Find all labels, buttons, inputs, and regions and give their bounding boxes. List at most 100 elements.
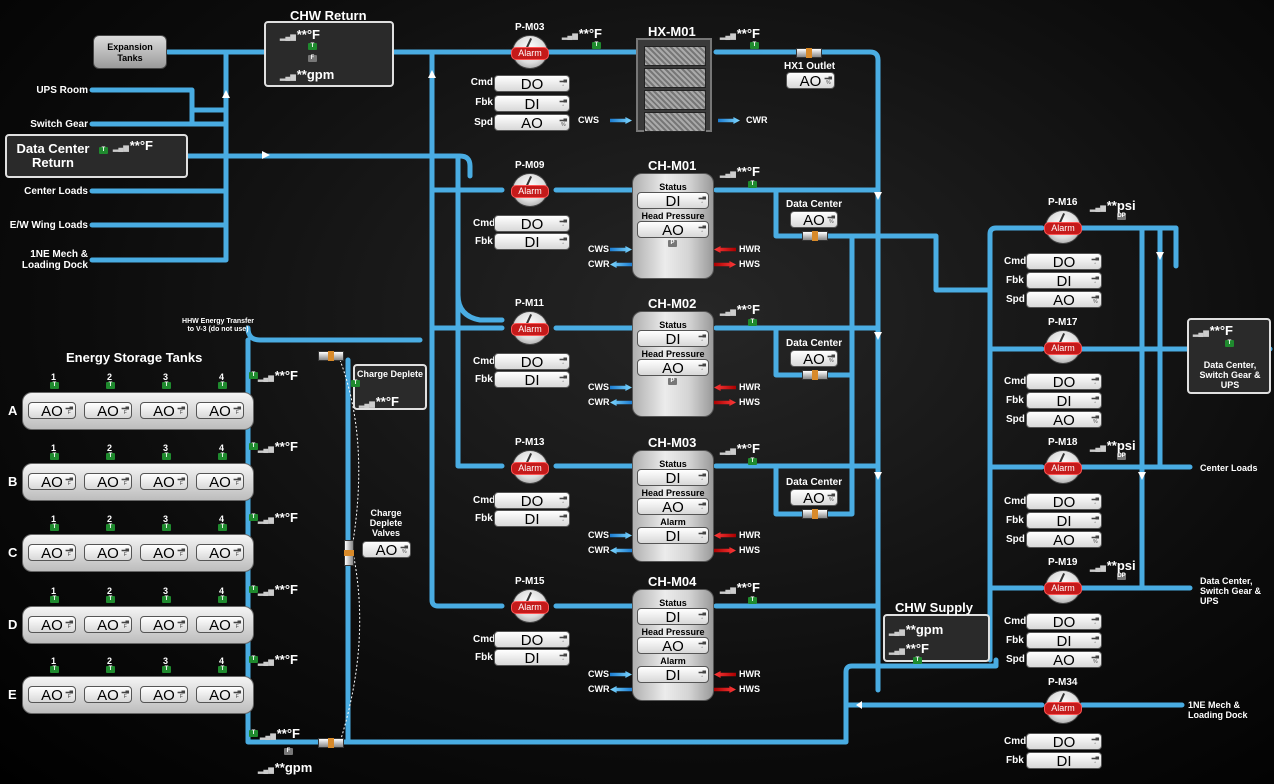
status-label: Status bbox=[659, 459, 687, 469]
tank-cell-value[interactable]: AO▂▄F bbox=[196, 544, 244, 562]
pump-p-m15[interactable]: Alarm bbox=[511, 589, 549, 623]
charge-deplete-box[interactable]: Charge Deplete ▂▄▆**°F bbox=[353, 364, 427, 410]
hws-arrow bbox=[714, 547, 736, 554]
cmd-label: Cmd bbox=[1004, 496, 1027, 507]
tag-badge: T bbox=[249, 443, 258, 450]
storage-inlet-valve[interactable] bbox=[318, 351, 344, 361]
data-center-valve[interactable] bbox=[802, 370, 828, 380]
storage-outlet-valve[interactable] bbox=[318, 738, 344, 748]
chiller-head-pressure[interactable]: AO▂▄▫ bbox=[637, 359, 709, 377]
pump-cmd[interactable]: DO▂▄▫ bbox=[1026, 253, 1102, 271]
pump-cmd[interactable]: DO▂▄▫ bbox=[494, 353, 570, 371]
tank-cell-value[interactable]: AO▂▄F bbox=[140, 402, 188, 420]
tag-badge: T bbox=[162, 666, 171, 673]
pump-cmd[interactable]: DO▂▄▫ bbox=[494, 631, 570, 649]
hx1-outlet-valve[interactable] bbox=[796, 48, 822, 58]
source-center-loads: Center Loads bbox=[24, 186, 88, 197]
pump-cmd[interactable]: DO▂▄▫ bbox=[1026, 493, 1102, 511]
pump-p-m09[interactable]: Alarm bbox=[511, 173, 549, 207]
fbk-label: Fbk bbox=[475, 236, 493, 247]
tank-cell-value[interactable]: AO▂▄F bbox=[140, 544, 188, 562]
tank-cell-value[interactable]: AO▂▄F bbox=[84, 544, 132, 562]
pump-fbk: DI▂▄▫ bbox=[1026, 632, 1102, 650]
tank-cell-value[interactable]: AO▂▄F bbox=[84, 686, 132, 704]
tag-badge: P bbox=[668, 240, 677, 247]
signal-icon: ▂▄▆ bbox=[720, 587, 736, 594]
cws-label: CWS bbox=[588, 530, 609, 540]
status-label: Status bbox=[659, 320, 687, 330]
tag-badge: T bbox=[50, 453, 59, 460]
pump-spd[interactable]: AO▂▄% bbox=[1026, 291, 1102, 309]
chw-return-flow: ▂▄▆**gpm bbox=[280, 67, 335, 82]
data-center-valve-value[interactable]: AO▂▄% bbox=[790, 211, 838, 229]
cws-arrow bbox=[610, 384, 632, 391]
pump-p-m18[interactable]: Alarm bbox=[1044, 450, 1082, 484]
pump-cmd[interactable]: DO▂▄▫ bbox=[494, 492, 570, 510]
tank-cell-value[interactable]: AO▂▄F bbox=[28, 402, 76, 420]
charge-deplete-valves-value[interactable]: AO▂▄% bbox=[362, 541, 411, 559]
tank-cell-value[interactable]: AO▂▄F bbox=[196, 616, 244, 634]
pump-cmd[interactable]: DO▂▄▫ bbox=[1026, 373, 1102, 391]
pump-cmd[interactable]: DO▂▄▫ bbox=[1026, 613, 1102, 631]
charge-deplete-label: Charge Deplete bbox=[356, 369, 424, 379]
chiller-head-pressure[interactable]: AO▂▄▫ bbox=[637, 498, 709, 516]
tag-badge: T bbox=[249, 586, 258, 593]
pump-p-m03[interactable]: Alarm bbox=[511, 35, 549, 69]
data-center-return-box[interactable]: Data Center Return T ▂▄▆**°F bbox=[5, 134, 188, 178]
tank-cell-value[interactable]: AO▂▄F bbox=[28, 616, 76, 634]
tank-cell-value[interactable]: AO▂▄F bbox=[84, 473, 132, 491]
hx1-outlet-value[interactable]: AO▂▄% bbox=[786, 72, 835, 90]
tank-cell-value[interactable]: AO▂▄F bbox=[196, 473, 244, 491]
pump-cmd[interactable]: DO▂▄▫ bbox=[494, 215, 570, 233]
tank-cell-value[interactable]: AO▂▄F bbox=[140, 616, 188, 634]
fbk-label: Fbk bbox=[475, 652, 493, 663]
tank-cell-value[interactable]: AO▂▄F bbox=[28, 686, 76, 704]
tank-cell-value[interactable]: AO▂▄F bbox=[196, 686, 244, 704]
tank-cell-value[interactable]: AO▂▄F bbox=[84, 616, 132, 634]
tank-cell-value[interactable]: AO▂▄F bbox=[28, 473, 76, 491]
alarm-badge: Alarm bbox=[511, 47, 549, 60]
expansion-tanks[interactable]: Expansion Tanks bbox=[93, 35, 167, 69]
data-center-valve[interactable] bbox=[802, 509, 828, 519]
source-ew-wing: E/W Wing Loads bbox=[9, 220, 88, 231]
tank-cell-value[interactable]: AO▂▄F bbox=[196, 402, 244, 420]
data-center-valve-value[interactable]: AO▂▄% bbox=[790, 350, 838, 368]
out-1ne-mech: 1NE Mech & Loading Dock bbox=[1188, 700, 1248, 720]
dc-switchgear-ups-box[interactable]: ▂▄▆**°F T Data Center, Switch Gear & UPS bbox=[1187, 318, 1271, 394]
tank-column-label: 1 bbox=[51, 656, 57, 666]
pump-spd[interactable]: AO▂▄% bbox=[1026, 651, 1102, 669]
data-center-valve-value[interactable]: AO▂▄% bbox=[790, 489, 838, 507]
out-center-loads: Center Loads bbox=[1200, 463, 1258, 473]
pump-p-m19[interactable]: Alarm bbox=[1044, 570, 1082, 604]
tank-cell-value[interactable]: AO▂▄F bbox=[28, 544, 76, 562]
pump-spd[interactable]: AO▂▄% bbox=[1026, 531, 1102, 549]
storage-bottom-temp: ▂▄▆**°F bbox=[260, 726, 300, 741]
tank-cell-value[interactable]: AO▂▄F bbox=[140, 686, 188, 704]
pump-p-m13[interactable]: Alarm bbox=[511, 450, 549, 484]
tag-badge: T bbox=[748, 597, 757, 604]
chiller-head-pressure[interactable]: AO▂▄▫ bbox=[637, 637, 709, 655]
pump-name: P-M15 bbox=[515, 576, 545, 587]
tag-badge: T bbox=[218, 453, 227, 460]
data-center-valve[interactable] bbox=[802, 231, 828, 241]
p-m03-spd[interactable]: AO▂▄% bbox=[494, 114, 570, 132]
pump-p-m16[interactable]: Alarm bbox=[1044, 210, 1082, 244]
tag-badge: T bbox=[748, 319, 757, 326]
tank-cell-value[interactable]: AO▂▄F bbox=[140, 473, 188, 491]
chiller-head-pressure[interactable]: AO▂▄▫ bbox=[637, 221, 709, 239]
tag-badge: T bbox=[50, 524, 59, 531]
tank-column-label: 1 bbox=[51, 514, 57, 524]
pump-p-m34[interactable]: Alarm bbox=[1044, 690, 1082, 724]
pump-p-m17[interactable]: Alarm bbox=[1044, 330, 1082, 364]
pump-cmd[interactable]: DO▂▄▫ bbox=[1026, 733, 1102, 751]
tank-cell-value[interactable]: AO▂▄F bbox=[84, 402, 132, 420]
p-m03-cmd[interactable]: DO▂▄▫ bbox=[494, 75, 570, 93]
charge-deplete-valve[interactable] bbox=[344, 540, 354, 566]
heat-exchanger-hx-m01[interactable] bbox=[636, 38, 712, 132]
pump-p-m11[interactable]: Alarm bbox=[511, 311, 549, 345]
pump-spd[interactable]: AO▂▄% bbox=[1026, 411, 1102, 429]
